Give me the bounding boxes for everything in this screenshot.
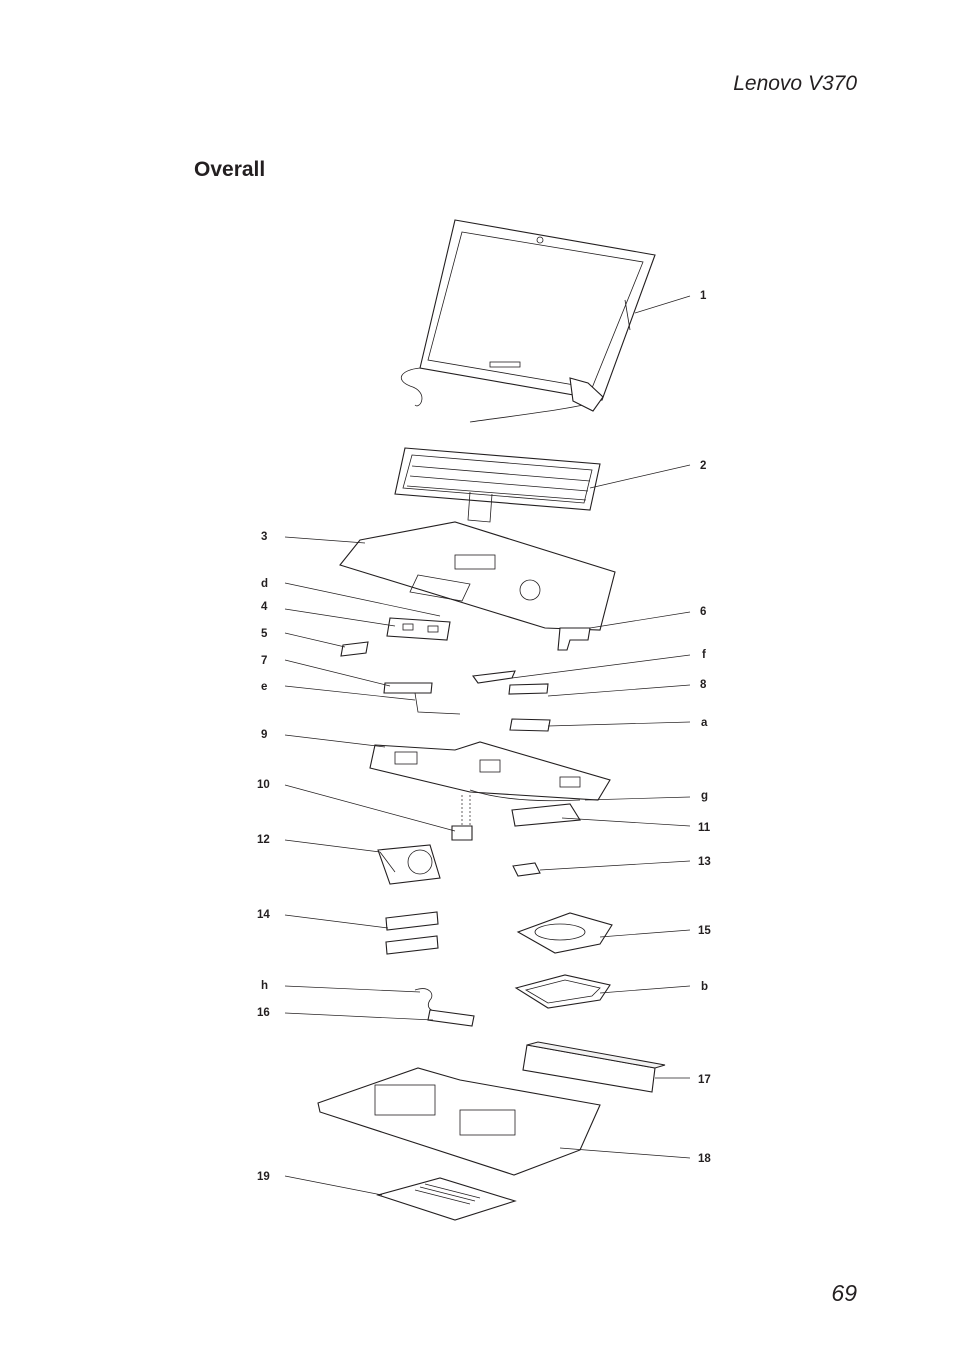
callout-8: 8 <box>700 679 707 691</box>
callout-3: 3 <box>261 531 267 543</box>
callout-16: 16 <box>257 1007 270 1019</box>
part-11-board <box>469 789 581 827</box>
part-thermal-module <box>377 844 441 885</box>
callout-4: 4 <box>261 601 268 613</box>
callout-f: f <box>702 649 706 661</box>
part-base-cover <box>317 1067 601 1176</box>
callout-labels-left: 3 d 4 5 7 e 9 10 12 14 h 16 19 <box>257 531 270 1183</box>
section-title: Overall <box>194 158 266 181</box>
document-header-model: Lenovo V370 <box>733 72 857 95</box>
part-cpu <box>451 795 473 841</box>
callout-7: 7 <box>261 655 267 667</box>
callout-2: 2 <box>700 460 706 472</box>
callout-17: 17 <box>698 1074 711 1086</box>
part-13 <box>512 862 541 877</box>
part-7-board <box>383 682 461 715</box>
callout-19: 19 <box>257 1171 270 1183</box>
part-memory <box>385 911 439 955</box>
part-16 <box>414 988 475 1027</box>
callout-15: 15 <box>698 925 711 937</box>
callout-1: 1 <box>700 290 707 302</box>
callout-labels-right: 1 2 6 f 8 a g 11 13 15 b 17 18 <box>698 290 711 1165</box>
callout-g: g <box>701 790 708 802</box>
page-number: 69 <box>831 1280 857 1306</box>
part-8-board <box>472 670 549 695</box>
callout-h: h <box>261 980 268 992</box>
part-5 <box>340 641 369 657</box>
part-bottom-door <box>376 1177 517 1221</box>
leader-lines <box>284 295 691 1196</box>
callout-9: 9 <box>261 729 267 741</box>
part-a <box>509 718 551 732</box>
part-battery <box>522 1041 666 1093</box>
callout-10: 10 <box>257 779 270 791</box>
callout-b: b <box>701 981 708 993</box>
callout-5: 5 <box>261 628 268 640</box>
callout-18: 18 <box>698 1153 711 1165</box>
callout-e: e <box>261 681 267 693</box>
part-motherboard <box>369 741 611 801</box>
part-6 <box>557 627 591 651</box>
callout-12: 12 <box>257 834 270 846</box>
part-upper-case <box>339 521 616 631</box>
part-lcd-module <box>400 219 656 423</box>
part-hdd <box>516 912 613 954</box>
callout-14: 14 <box>257 909 270 921</box>
callout-6: 6 <box>700 606 706 618</box>
part-keyboard <box>394 447 601 523</box>
callout-d: d <box>261 578 268 590</box>
part-touchpad-bracket <box>386 617 451 641</box>
callout-a: a <box>701 717 708 729</box>
callout-11: 11 <box>698 822 711 834</box>
part-hdd-bracket <box>514 974 611 1009</box>
callout-13: 13 <box>698 856 711 868</box>
